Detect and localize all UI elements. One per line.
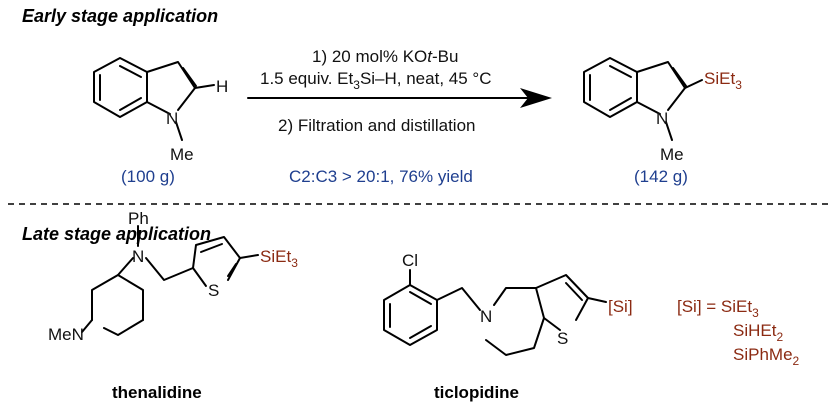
ticlopidine-structure <box>383 269 607 356</box>
product-amount: (142 g) <box>634 167 688 186</box>
n-methylindole-structure <box>93 57 215 141</box>
ticlopidine-name: ticlopidine <box>434 383 519 402</box>
product-me-label: Me <box>660 145 684 164</box>
product-n-label: N <box>656 109 668 128</box>
condition-step-1: 1) 20 mol% KOt-Bu <box>312 47 458 66</box>
reactant-me-label: Me <box>170 145 194 164</box>
reactant-amount: (100 g) <box>121 167 175 186</box>
reactant-n-label: N <box>166 109 178 128</box>
late-stage-heading: Late stage application <box>22 224 211 244</box>
thenalidine-men-label: MeN <box>48 325 84 344</box>
thenalidine-structure <box>81 225 259 336</box>
thenalidine-amine-n-label: N <box>132 247 144 266</box>
silylated-indole-structure <box>583 57 703 141</box>
thenalidine-si-label: SiEt3 <box>260 247 298 270</box>
ticlopidine-si-label: [Si] <box>608 297 633 316</box>
condition-step-2: 1.5 equiv. Et3Si–H, neat, 45 °C <box>260 69 491 92</box>
thenalidine-s-label: S <box>208 281 219 300</box>
product-si-label: SiEt3 <box>704 69 742 92</box>
condition-step-3: 2) Filtration and distillation <box>278 116 475 135</box>
selectivity-yield: C2:C3 > 20:1, 76% yield <box>289 167 473 186</box>
reaction-arrow <box>247 88 552 108</box>
si-legend-option-2: SiHEt2 <box>733 321 783 344</box>
thenalidine-name: thenalidine <box>112 383 202 402</box>
early-stage-heading: Early stage application <box>22 6 218 26</box>
ticlopidine-s-label: S <box>557 329 568 348</box>
si-legend-definition: [Si] = SiEt3 <box>677 297 759 320</box>
si-legend-option-3: SiPhMe2 <box>733 345 800 368</box>
thenalidine-ph-label: Ph <box>128 209 149 228</box>
ticlopidine-n-label: N <box>480 307 492 326</box>
ticlopidine-cl-label: Cl <box>402 251 418 270</box>
reactant-h-label: H <box>216 77 228 96</box>
